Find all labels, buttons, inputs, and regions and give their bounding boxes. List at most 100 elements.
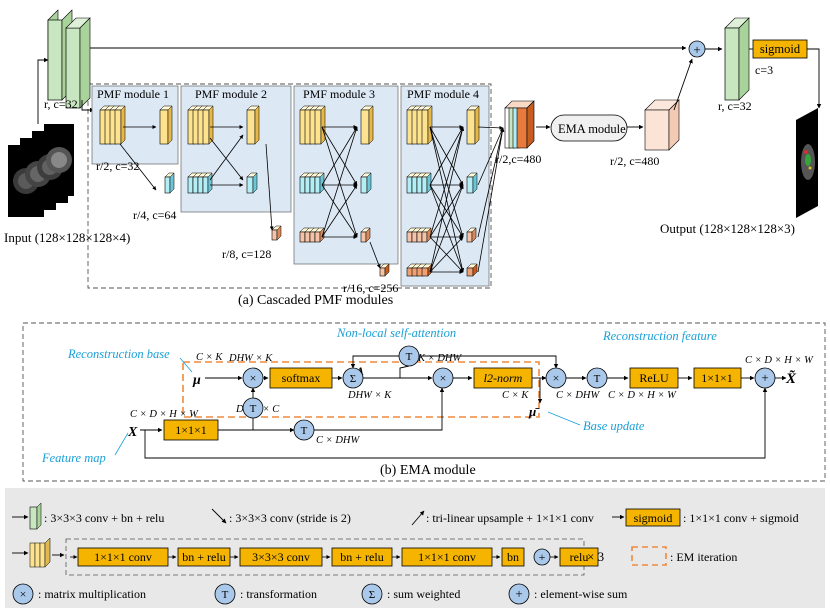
legend-sumw-icon: [361, 583, 383, 605]
sumw-circle: [342, 367, 364, 389]
ema-output-label: r/2, c=480: [610, 154, 659, 168]
base-update-label: Base update: [583, 419, 645, 433]
m4-l1-stack-3: [421, 105, 433, 145]
pmf-module-1-title: PMF module 1: [97, 87, 169, 101]
matmul-sym-1: ×: [250, 371, 257, 385]
relu-text: ReLU: [639, 371, 669, 385]
legend-chain-text-6: relu: [570, 550, 589, 564]
ema-wires: [140, 355, 787, 459]
feature-map-label: Feature map: [41, 451, 106, 465]
m3-l1-stack-3: [314, 105, 326, 145]
softmax-box: [269, 367, 333, 389]
legend-ewsum-icon: [508, 583, 530, 605]
nonlocal-label: Non-local self-attention: [336, 326, 456, 340]
ema-module-text: EMA module: [558, 122, 626, 136]
legend-sigmoid-desc: : 1×1×1 conv + sigmoid: [683, 511, 799, 525]
decoder-conv-block: [724, 17, 750, 101]
section-b: Non-local self-attention Reconstruction …: [22, 322, 826, 482]
matmul-circle-1: [242, 367, 264, 389]
legend-em-icon: [631, 546, 667, 566]
legend-green-icon: [29, 506, 38, 530]
legend-sumw-sym: Σ: [369, 589, 375, 601]
pmf-module-4-title: PMF module 4: [407, 87, 479, 101]
legend: : 3×3×3 conv + bn + relu : 3×3×3 conv (s…: [5, 488, 825, 608]
transform-sym-2: T: [406, 351, 413, 363]
m2-l2-stack-3: [202, 172, 213, 194]
legend-chain-text-0: 1×1×1 conv: [94, 550, 152, 564]
m1-l2-0: [164, 172, 175, 194]
section-b-caption: (b) EMA module: [380, 463, 476, 478]
transform-sym-4: T: [301, 425, 308, 437]
sigmoid-sub: c=3: [755, 63, 773, 77]
sigmoid-box-text: sigmoid: [760, 42, 801, 56]
legend-matmul: : matrix multiplication: [38, 587, 146, 601]
transform-circle-4: [293, 419, 315, 441]
m3-l1-out: [360, 105, 374, 145]
dim-cdhw-x: C × D × H × W: [130, 409, 199, 420]
ema-module-box: [550, 114, 628, 142]
legend-times3: × 3: [587, 549, 604, 564]
ema-ops: × T Σ T × × T T +: [242, 345, 776, 441]
legend-chain-text-4: 1×1×1 conv: [418, 550, 476, 564]
dim-dhwk1: DHW × K: [228, 353, 273, 364]
legend-chain-text-2: 3×3×3 conv: [252, 550, 310, 564]
pmf-wires: [119, 125, 505, 274]
m4-l1-out: [466, 105, 480, 145]
dim-kdhw: K × DHW: [417, 353, 463, 364]
transform-sym-3: T: [594, 373, 601, 385]
transform-circle-3: [586, 367, 608, 389]
m1-l1-stack-3: [114, 105, 126, 145]
encoder-label: r, c=32: [44, 97, 78, 111]
input-label: Input (128×128×128×4): [4, 230, 130, 245]
m4-l2-out: [466, 172, 478, 194]
ema-output-cube: [644, 99, 680, 151]
legend-stride-arrow: [211, 508, 227, 524]
softmax-text: softmax: [282, 371, 321, 385]
dim-out: C × D × H × W: [745, 355, 814, 366]
concat-label: r/2,c=480: [495, 152, 541, 166]
matmul-circle-3: [545, 367, 567, 389]
legend-stride2: : 3×3×3 conv (stride is 2): [229, 511, 351, 525]
relu-box: [629, 367, 679, 389]
em-iteration-box: [182, 361, 540, 418]
m3-l4: [379, 263, 390, 277]
output-image: [796, 108, 818, 218]
conv1-text: 1×1×1: [701, 371, 733, 385]
dim-cdhw1: C × DHW: [556, 390, 601, 401]
legend-chain-box-6: [559, 547, 599, 567]
legend-transform-icon: [214, 583, 236, 605]
l2norm-box: [473, 367, 533, 389]
legend-sigmoid-box: [625, 508, 681, 527]
legend-ewsum: : element-wise sum: [534, 587, 628, 601]
level-label-2: r/4, c=64: [133, 208, 176, 222]
level-label-1: r/2, c=32: [96, 159, 139, 173]
m4-l3-stack-3: [421, 227, 432, 243]
m2-l3: [271, 225, 282, 241]
level-label-4: r/16, c=256: [343, 281, 398, 295]
dim-ck2: C × K: [502, 390, 529, 401]
sumw-sym: Σ: [350, 373, 356, 385]
section-a-caption: (a) Cascaded PMF modules: [238, 293, 393, 308]
legend-sumw: : sum weighted: [387, 587, 460, 601]
conv-in-text: 1×1×1: [175, 423, 207, 437]
conv1-box: [693, 367, 742, 389]
pmf-module-2-title: PMF module 2: [195, 87, 267, 101]
conv-in-box: [163, 419, 219, 441]
matmul-circle-2: [432, 367, 454, 389]
m2-l2-out: [246, 172, 258, 194]
recon-base-label: Reconstruction base: [67, 347, 170, 361]
output-label: Output (128×128×128×3): [660, 221, 795, 236]
legend-upsample: : tri-linear upsample + 1×1×1 conv: [426, 511, 594, 525]
legend-chain-text-3: bn + relu: [340, 550, 383, 564]
x-input-symbol: X: [127, 425, 138, 440]
legend-chain-box-5: [501, 547, 525, 567]
dim-cdhw-out: C × D × H × W: [608, 390, 677, 401]
m3-l2-stack-3: [314, 172, 325, 194]
legend-sigmoid-label: sigmoid: [634, 511, 673, 525]
matmul-sym-2: ×: [440, 371, 447, 385]
transform-circle-2: [398, 345, 420, 367]
legend-chain-plus-sym: +: [539, 550, 546, 564]
sum-sym-ema: +: [761, 370, 768, 385]
